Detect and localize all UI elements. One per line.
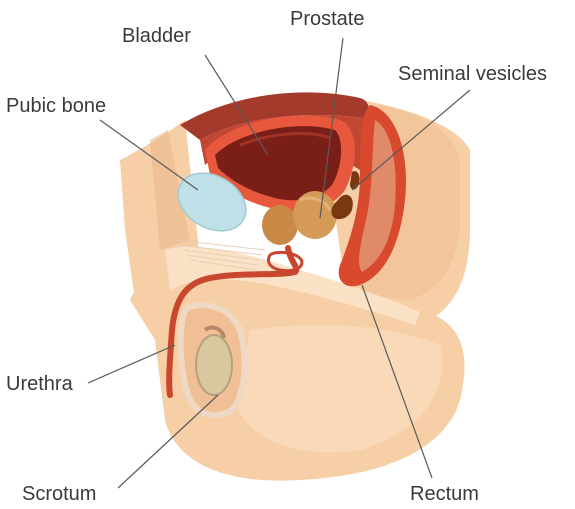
label-bladder: Bladder xyxy=(122,25,191,47)
label-pubic-bone: Pubic bone xyxy=(6,95,106,117)
scrotum-organ xyxy=(181,305,245,415)
testis xyxy=(196,335,232,395)
label-rectum: Rectum xyxy=(410,483,479,505)
label-prostate: Prostate xyxy=(290,8,364,30)
label-urethra: Urethra xyxy=(6,373,74,395)
prostate-left-lobe xyxy=(262,205,298,245)
label-seminal-vesicles: Seminal vesicles xyxy=(398,63,547,85)
label-scrotum: Scrotum xyxy=(22,483,96,505)
